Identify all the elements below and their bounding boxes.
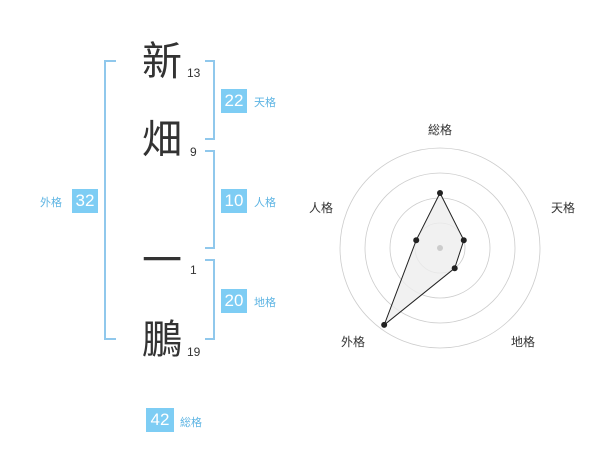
gaikaku-value: 32 xyxy=(72,189,98,213)
jinkaku-label: 人格 xyxy=(254,196,276,209)
radar-ring-4 xyxy=(339,147,541,349)
gaikaku-label: 外格 xyxy=(40,196,62,209)
radar-point-3 xyxy=(451,265,458,272)
tenkaku-label: 天格 xyxy=(254,96,276,109)
tenkaku-value: 22 xyxy=(221,89,247,113)
stroke-count-1: 13 xyxy=(187,66,201,80)
jinkaku-bracket xyxy=(205,150,215,249)
radar-label-tenkaku: 天格 xyxy=(551,201,576,215)
radar-label-jinkaku: 人格 xyxy=(309,201,334,215)
radar-label-chikaku: 地格 xyxy=(511,335,536,349)
chikaku-value: 20 xyxy=(221,289,247,313)
soukaku-value: 42 xyxy=(146,408,174,432)
name-char-1: 新 xyxy=(142,39,182,85)
name-char-2: 畑 xyxy=(142,117,182,163)
stroke-count-3: 1 xyxy=(190,263,197,277)
radar-polygon xyxy=(383,191,465,327)
radar-point-4 xyxy=(381,321,388,328)
radar-label-gaikaku: 外格 xyxy=(341,335,366,349)
name-char-4: 鵬 xyxy=(142,317,182,363)
radar-label-soukaku: 総格 xyxy=(428,123,453,137)
name-char-3: 一 xyxy=(142,238,182,284)
radar-ring-3 xyxy=(364,172,516,324)
stroke-count-4: 19 xyxy=(187,345,201,359)
chikaku-bracket xyxy=(205,259,215,340)
radar-center-point xyxy=(437,245,443,251)
gaikaku-bracket xyxy=(104,60,116,340)
jinkaku-value: 10 xyxy=(221,189,247,213)
radar-point-5 xyxy=(413,237,420,244)
stroke-count-2: 9 xyxy=(190,145,197,159)
chikaku-label: 地格 xyxy=(254,296,276,309)
radar-point-2 xyxy=(460,237,467,244)
tenkaku-bracket xyxy=(205,60,215,140)
radar-point-1 xyxy=(437,190,443,196)
soukaku-label: 総格 xyxy=(180,416,202,429)
